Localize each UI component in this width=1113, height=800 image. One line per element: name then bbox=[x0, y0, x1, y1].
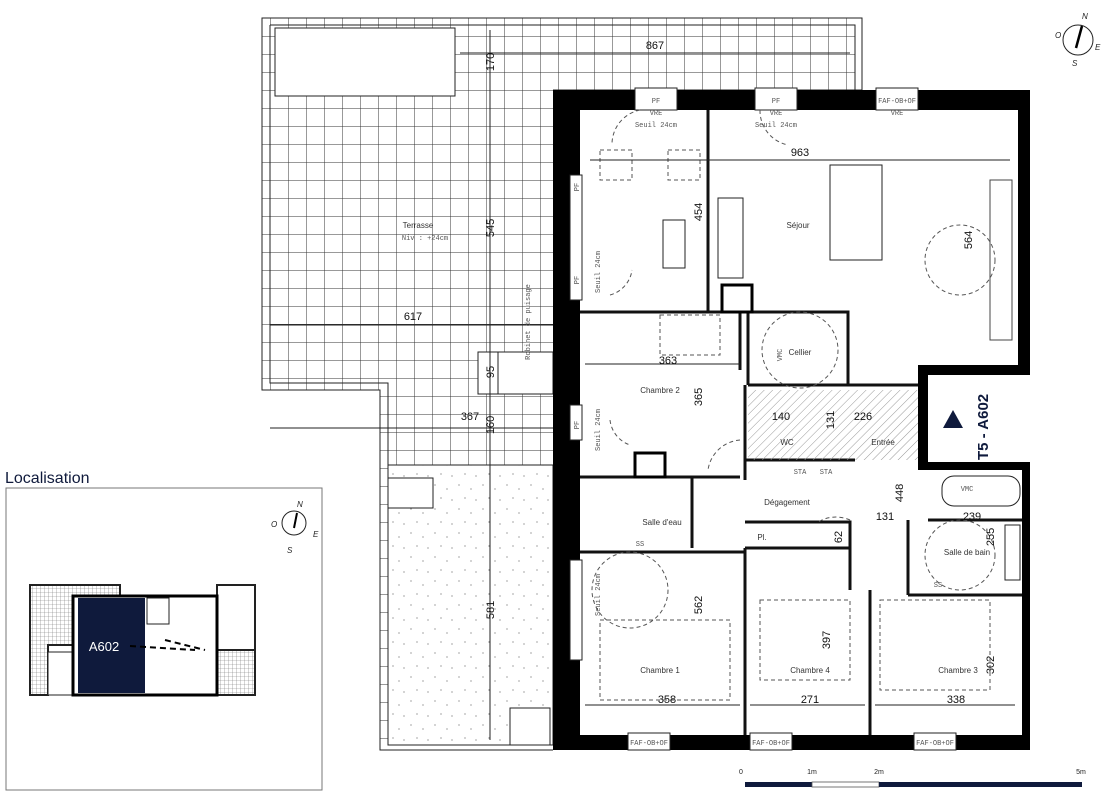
dim-62: 62 bbox=[833, 531, 845, 543]
compass-n: N bbox=[1082, 12, 1088, 21]
bathtub bbox=[941, 475, 1021, 507]
room-salle-eau: Salle d'eau bbox=[642, 518, 681, 527]
dim-448: 448 bbox=[894, 484, 906, 502]
compass-s: S bbox=[1072, 59, 1078, 68]
mini-building-plan: A602 bbox=[29, 584, 256, 697]
localisation-title: Localisation bbox=[5, 470, 90, 487]
dim-255: 255 bbox=[985, 528, 997, 546]
window-pf-label: PF bbox=[574, 276, 582, 284]
dim-131: 131 bbox=[876, 511, 894, 523]
room-degagement: Dégagement bbox=[764, 498, 811, 507]
compass-e: E bbox=[1095, 43, 1101, 52]
dim-564: 564 bbox=[963, 231, 975, 249]
dim-617: 617 bbox=[404, 311, 422, 323]
dim-271: 271 bbox=[801, 694, 819, 706]
localisation-panel: Localisation N O E S A602 bbox=[5, 470, 323, 791]
vmc-label: VMC bbox=[777, 349, 785, 362]
washbasin bbox=[1004, 524, 1021, 581]
dim-95: 95 bbox=[485, 366, 497, 378]
vre-label: VRE bbox=[770, 110, 783, 118]
scale-bar: 0 1m 2m 5m bbox=[739, 769, 1086, 788]
room-chambre-3: Chambre 3 bbox=[938, 666, 978, 675]
dim-562: 562 bbox=[693, 596, 705, 614]
dim-170: 170 bbox=[485, 53, 497, 71]
mini-compass-e: E bbox=[313, 530, 319, 539]
vre-label: VRE bbox=[650, 110, 663, 118]
ss-label: SS bbox=[636, 541, 644, 549]
window-pf-label: PF bbox=[772, 98, 780, 106]
dim-363: 363 bbox=[659, 355, 677, 367]
dim-131-wc: 131 bbox=[825, 411, 837, 429]
duct bbox=[720, 283, 754, 314]
seuil-label: Seuil 24cm bbox=[595, 574, 603, 616]
terrasse-level: Niv : +24cm bbox=[402, 235, 448, 243]
robinet-label: Robinet de puisage bbox=[525, 284, 533, 360]
entry-hatch bbox=[748, 390, 918, 460]
dimensions: 867 170 963 454 564 545 617 363 365 95 3… bbox=[404, 40, 1015, 706]
ss-label: SS bbox=[934, 582, 942, 590]
mini-compass-o: O bbox=[271, 520, 277, 529]
room-chambre-2: Chambre 2 bbox=[640, 386, 680, 395]
scale-1m: 1m bbox=[807, 769, 817, 776]
dim-302: 302 bbox=[985, 656, 997, 674]
annotations: PF VRE Seuil 24cm PF VRE Seuil 24cm FAF-… bbox=[525, 98, 973, 748]
dim-963: 963 bbox=[791, 147, 809, 159]
room-salle-de-bain: Salle de bain bbox=[944, 548, 990, 557]
dim-367: 367 bbox=[461, 411, 479, 423]
vmc-label: VMC bbox=[961, 486, 974, 494]
dim-226: 226 bbox=[854, 411, 872, 423]
compass-icon: N O E S bbox=[1055, 12, 1101, 68]
seuil-label: Seuil 24cm bbox=[755, 122, 797, 130]
sta-label: STA bbox=[794, 469, 807, 477]
window-faf-label: FAF-OB+OF bbox=[630, 740, 668, 748]
dim-365: 365 bbox=[693, 388, 705, 406]
scale-2m: 2m bbox=[874, 769, 884, 776]
room-placard: Pl. bbox=[757, 533, 766, 542]
vre-label: VRE bbox=[891, 110, 904, 118]
room-labels: Terrasse Niv : +24cm Séjour Cellier Cham… bbox=[402, 221, 990, 675]
mini-unit-label: A602 bbox=[89, 639, 119, 654]
window-faf-label: FAF-OB+OF bbox=[752, 740, 790, 748]
seuil-label: Seuil 24cm bbox=[595, 251, 603, 293]
room-sejour: Séjour bbox=[786, 221, 809, 230]
scale-5m: 5m bbox=[1076, 769, 1086, 776]
kitchen-counter bbox=[989, 179, 1013, 341]
seuil-label: Seuil 24cm bbox=[595, 409, 603, 451]
dim-581: 581 bbox=[485, 601, 497, 619]
room-chambre-1: Chambre 1 bbox=[640, 666, 680, 675]
exterior-walls bbox=[553, 87, 1030, 751]
room-cellier: Cellier bbox=[789, 348, 812, 357]
dim-140: 140 bbox=[772, 411, 790, 423]
room-terrasse: Terrasse bbox=[403, 221, 434, 230]
window-pf-label: PF bbox=[574, 183, 582, 191]
window-faf-label: FAF-OB+OF bbox=[878, 98, 916, 106]
sta-label: STA bbox=[820, 469, 833, 477]
furniture bbox=[591, 109, 996, 701]
apartment-code: T5 - A602 bbox=[975, 394, 992, 460]
room-entree: Entrée bbox=[871, 438, 895, 447]
seuil-label: Seuil 24cm bbox=[635, 122, 677, 130]
dim-545: 545 bbox=[485, 219, 497, 237]
room-chambre-4: Chambre 4 bbox=[790, 666, 830, 675]
dim-338: 338 bbox=[947, 694, 965, 706]
dim-454: 454 bbox=[693, 203, 705, 221]
dim-358: 358 bbox=[658, 694, 676, 706]
window-pf-label: PF bbox=[574, 421, 582, 429]
compass-o: O bbox=[1055, 31, 1061, 40]
dim-397: 397 bbox=[821, 631, 833, 649]
dim-239: 239 bbox=[963, 511, 981, 523]
room-wc: WC bbox=[780, 438, 794, 447]
duct bbox=[633, 451, 667, 479]
entrance-arrow-icon bbox=[943, 410, 963, 428]
window-faf-label: FAF-OB+OF bbox=[916, 740, 954, 748]
dim-160: 160 bbox=[485, 416, 497, 434]
terrace bbox=[261, 17, 863, 751]
window-pf-label: PF bbox=[652, 98, 660, 106]
mini-compass-n: N bbox=[297, 500, 303, 509]
scale-0: 0 bbox=[739, 769, 743, 776]
mini-compass-s: S bbox=[287, 546, 293, 555]
mini-compass-icon: N O E S bbox=[271, 500, 319, 555]
dim-867: 867 bbox=[646, 40, 664, 52]
